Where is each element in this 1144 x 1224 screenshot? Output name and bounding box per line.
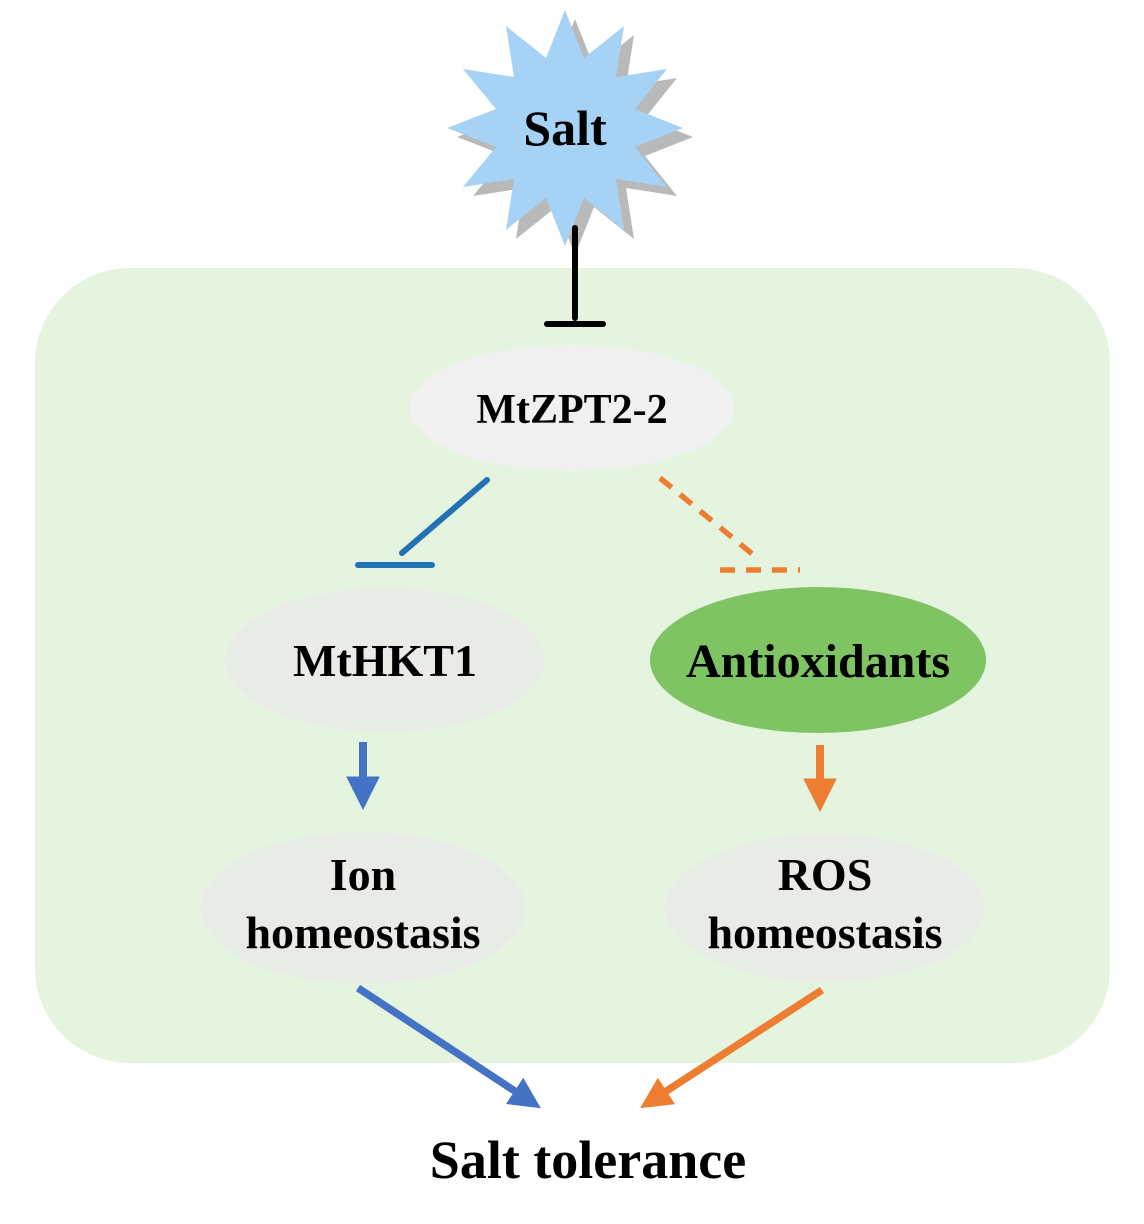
node-mtzpt2-2-label: MtZPT2-2 — [476, 387, 667, 433]
arrow-ion-to-salt-tolerance — [355, 984, 541, 1109]
node-antioxidants-label: Antioxidants — [686, 635, 950, 688]
salt-starburst — [447, 10, 683, 246]
node-antioxidants — [650, 587, 986, 733]
node-mthkt1-label: MtHKT1 — [293, 635, 477, 686]
node-ion-homeostasis-label-line1: Ion — [330, 849, 396, 900]
inhibition-salt-to-mtzpt2 — [544, 225, 606, 327]
inhibition-mtzpt2-to-antioxidants — [658, 475, 800, 573]
node-mthkt1 — [225, 588, 545, 732]
salt-label: Salt — [523, 100, 607, 156]
node-ion-homeostasis-label-line2: homeostasis — [245, 907, 480, 958]
node-ros-homeostasis-label-line2: homeostasis — [707, 907, 942, 958]
salt-tolerance-label: Salt tolerance — [430, 1130, 746, 1190]
node-ros-homeostasis-label-line1: ROS — [778, 849, 873, 900]
inhibition-mtzpt2-to-mthkt1 — [355, 477, 490, 568]
node-ros-homeostasis — [665, 834, 985, 982]
node-ion-homeostasis — [201, 832, 525, 984]
arrow-ros-to-salt-tolerance — [640, 986, 825, 1109]
node-mtzpt2-2 — [410, 345, 734, 471]
